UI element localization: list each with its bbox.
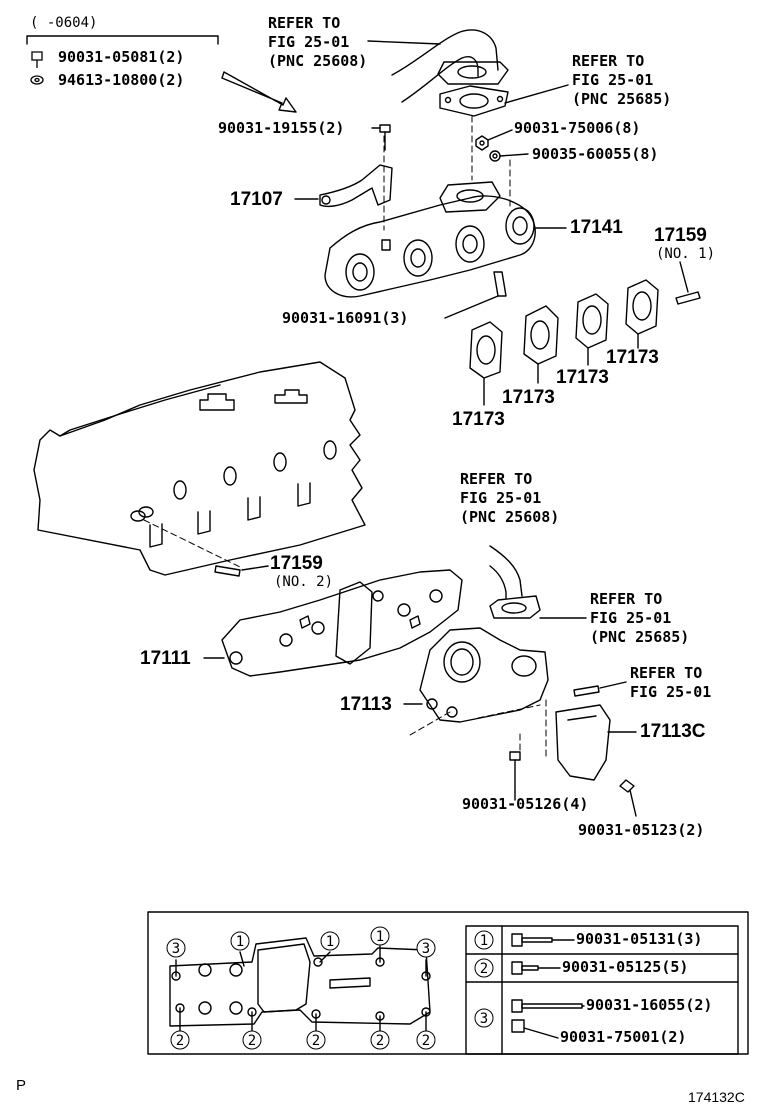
no2-label: (NO. 2): [274, 574, 334, 590]
page-mark: P: [16, 1077, 27, 1094]
refer-fig-e: REFER TO FIG 25-01: [630, 664, 712, 701]
washer-60055-label: 90035-60055(8): [532, 145, 659, 163]
svg-text:2: 2: [248, 1033, 256, 1049]
leader: [487, 129, 513, 141]
throttle-17113: [419, 627, 549, 723]
refer-fig-b: REFER TO FIG 25-01 (PNC 25685): [572, 52, 672, 108]
legend-part-1: 90031-05131(3): [576, 930, 703, 948]
callout-2-e: 2: [416, 1030, 436, 1050]
legend-part-3a: 90031-16055(2): [586, 996, 713, 1014]
bolt-05123-label: 90031-05123(2): [578, 821, 705, 839]
leader: [241, 565, 269, 571]
callout-2-c: 2: [306, 1030, 326, 1050]
legend-bolt-2: [511, 961, 539, 975]
svg-text:3: 3: [480, 1011, 488, 1027]
svg-text:2: 2: [422, 1033, 430, 1049]
engine-block: [33, 361, 366, 576]
cover-17113C: [555, 704, 611, 781]
legend-part-2: 90031-05125(5): [562, 958, 689, 976]
gasket-17173-label-2: 17173: [502, 387, 555, 408]
bolt-19155-label: 90031-19155(2): [218, 119, 345, 137]
top-washer-label: 94613-10800(2): [58, 71, 185, 89]
top-bolt-label: 90031-05081(2): [58, 48, 185, 66]
stud-17159-no1: [675, 291, 701, 305]
leader: [504, 84, 569, 104]
nut-75006: [475, 135, 489, 151]
stud-16091-label: 90031-16091(3): [282, 309, 409, 327]
gasket-drawing: [169, 937, 431, 1033]
bolt-05123: [619, 779, 637, 817]
part-17111-label: 17111: [140, 648, 191, 669]
callout-2-d: 2: [370, 1030, 390, 1050]
gasket-top: [439, 85, 509, 117]
refer-fig-c: REFER TO FIG 25-01 (PNC 25608): [460, 470, 560, 526]
stud-17159-no2: [214, 565, 241, 577]
svg-text:1: 1: [480, 933, 488, 949]
callout-2-a: 2: [170, 1030, 190, 1050]
exhaust-manifold-17141: [324, 181, 536, 298]
figure-id: 174132C: [688, 1089, 745, 1105]
bracket-17107: [319, 164, 393, 208]
leader: [599, 681, 627, 689]
gasket-17173-2: [523, 305, 559, 384]
part-17113C-label: 17113C: [640, 721, 706, 742]
refer-fig-d: REFER TO FIG 25-01 (PNC 25685): [590, 590, 690, 646]
bolt-05126-label: 90031-05126(4): [462, 795, 589, 813]
part-17159-no2-label: 17159: [270, 553, 323, 574]
gasket-17173-label-4: 17173: [606, 347, 659, 368]
stud-16091: [493, 271, 507, 297]
range-label: ( -0604): [30, 15, 98, 31]
washer-60055: [489, 150, 501, 162]
gasket-17173-3: [575, 293, 609, 366]
leader: [499, 153, 529, 157]
top-washer-icon: [30, 75, 44, 85]
gasket-17173-label-1: 17173: [452, 409, 505, 430]
svg-text:2: 2: [312, 1033, 320, 1049]
bolt-05126: [509, 751, 521, 793]
no1-label: (NO. 1): [656, 246, 716, 262]
exhaust-pipe-lower: [489, 545, 541, 619]
legend-key-1: 1: [474, 930, 494, 950]
legend-bolt-1: [511, 933, 553, 947]
svg-text:2: 2: [376, 1033, 384, 1049]
gasket-17173-label-3: 17173: [556, 367, 609, 388]
stud-refer: [573, 685, 600, 697]
legend-key-2: 2: [474, 958, 494, 978]
part-17107-label: 17107: [230, 189, 283, 210]
callout-2-b: 2: [242, 1030, 262, 1050]
leader: [679, 261, 689, 293]
refer-fig-a: REFER TO FIG 25-01 (PNC 25608): [268, 14, 368, 70]
svg-text:2: 2: [176, 1033, 184, 1049]
top-bolt-icon: [31, 51, 43, 68]
bolt-19155: [379, 124, 391, 151]
svg-text:1: 1: [376, 929, 384, 945]
svg-text:3: 3: [422, 941, 430, 957]
hollow-arrow: [221, 71, 297, 113]
gasket-17173-1: [469, 321, 503, 406]
legend-part-3b: 90031-75001(2): [560, 1028, 687, 1046]
callout-3-right: 3: [416, 938, 436, 958]
part-17141-label: 17141: [570, 217, 623, 238]
callout-1-b: 1: [320, 931, 340, 951]
leader: [367, 40, 441, 45]
part-17159-no1-label: 17159: [654, 225, 707, 246]
callout-1-c: 1: [370, 926, 390, 946]
svg-text:3: 3: [172, 941, 180, 957]
intake-manifold-17111: [221, 569, 463, 677]
exhaust-pipe-top: [391, 29, 509, 103]
svg-text:1: 1: [326, 934, 334, 950]
legend-key-3: 3: [474, 1008, 494, 1028]
leader: [444, 295, 499, 319]
callout-3-left: 3: [166, 938, 186, 958]
gasket-17173-4: [625, 279, 659, 349]
range-bracket: [26, 35, 219, 45]
legend-bolt-3: [511, 999, 583, 1033]
legend-box: [147, 911, 749, 1055]
callout-1-a: 1: [230, 931, 250, 951]
part-17113-label: 17113: [340, 694, 392, 715]
nut-75006-label: 90031-75006(8): [514, 119, 641, 137]
svg-text:1: 1: [236, 934, 244, 950]
svg-text:2: 2: [480, 961, 488, 977]
